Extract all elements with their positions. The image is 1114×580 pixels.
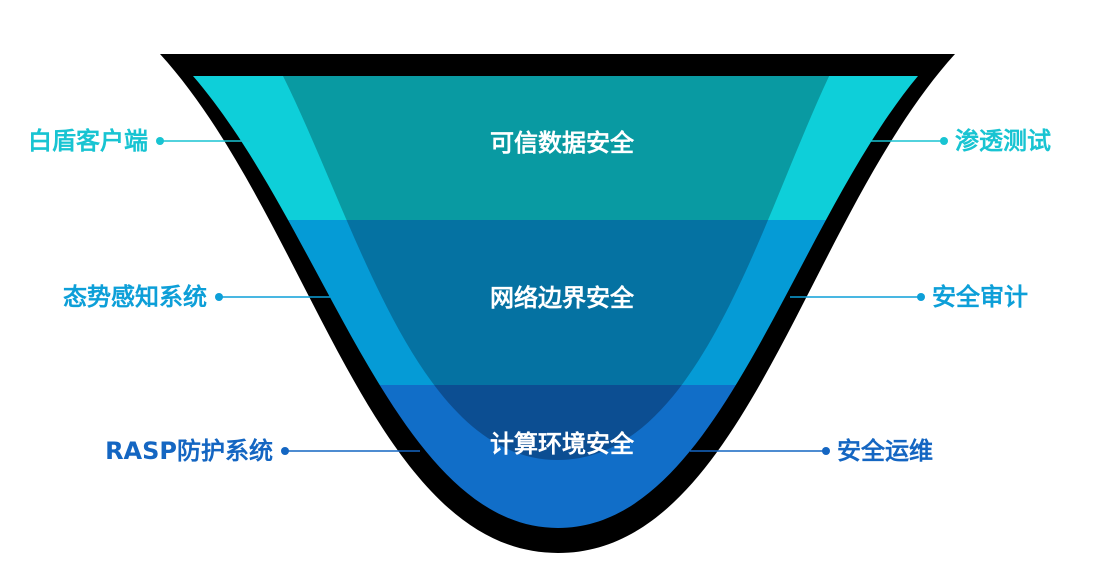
layer-1-left-label: 白盾客户端 bbox=[28, 127, 148, 155]
layer-1-inner bbox=[280, 76, 832, 220]
right-connector-1 bbox=[870, 137, 948, 145]
left-connector-3 bbox=[281, 447, 420, 455]
layer-3-center-label: 计算环境安全 bbox=[490, 430, 634, 458]
layer-3-left-label: RASP防护系统 bbox=[105, 437, 273, 465]
left-connector-1 bbox=[156, 137, 250, 145]
layer-1-center-label: 可信数据安全 bbox=[490, 129, 634, 157]
right-connector-2 bbox=[790, 293, 925, 301]
layer-3-right-label: 安全运维 bbox=[837, 437, 933, 465]
left-connector-2 bbox=[215, 293, 330, 301]
layer-2-left-label: 态势感知系统 bbox=[63, 283, 207, 311]
right-connector-3 bbox=[690, 447, 830, 455]
layer-1-right-label: 渗透测试 bbox=[955, 127, 1051, 155]
layer-2-right-label: 安全审计 bbox=[932, 283, 1028, 311]
layer-2-center-label: 网络边界安全 bbox=[490, 284, 634, 312]
